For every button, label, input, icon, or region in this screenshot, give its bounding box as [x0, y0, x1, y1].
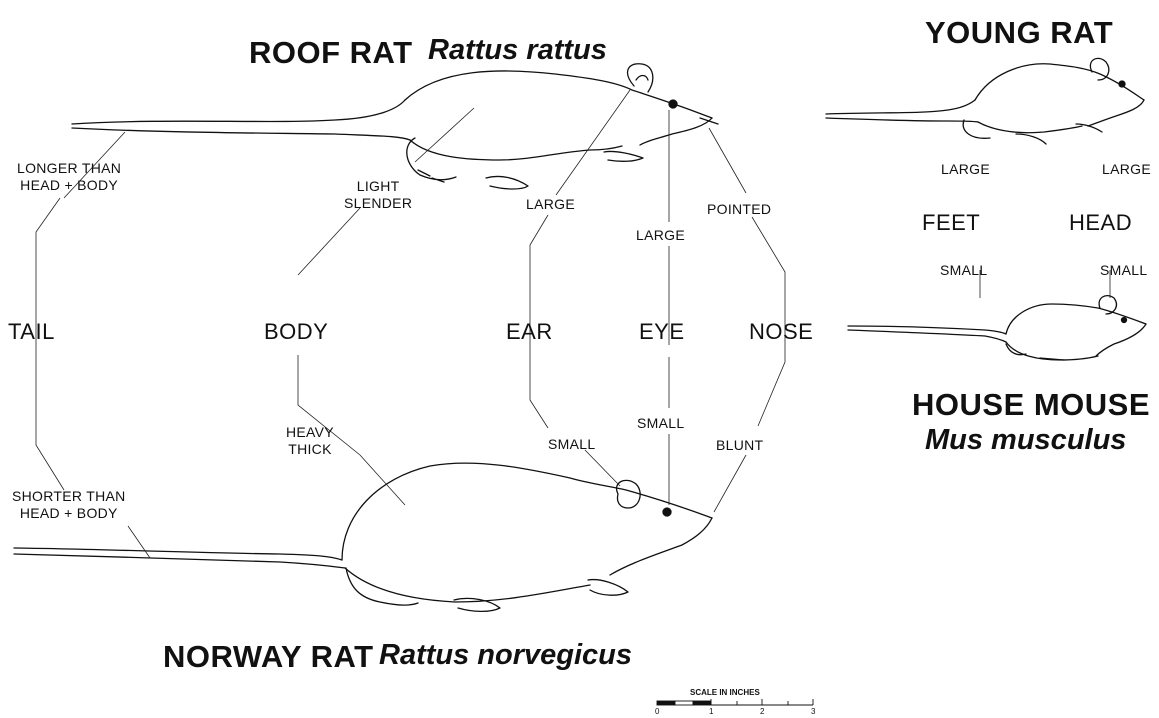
- norway-rat-tail-trait: SHORTER THAN HEAD + BODY: [12, 488, 126, 522]
- norway-rat-ear-trait: SMALL: [548, 437, 595, 451]
- norway-rat-illustration: [14, 463, 712, 611]
- roof-rat-hind-foot: [486, 176, 528, 189]
- roof-rat-title: ROOF RAT: [249, 37, 413, 68]
- scale-tick-label-0: 0: [655, 708, 659, 716]
- young-rat-eye: [1119, 81, 1125, 87]
- roof-rat-eye: [669, 100, 677, 108]
- young-rat-ear: [1090, 58, 1108, 80]
- norway-rat-ear: [617, 480, 641, 508]
- norway-rat-belly: [345, 568, 590, 602]
- house-mouse-head-trait: SMALL: [1100, 263, 1147, 277]
- roof-rat-eye-trait: LARGE: [636, 228, 685, 242]
- roof-rat-illustration: [72, 64, 718, 189]
- norway-rat-eye: [663, 508, 671, 516]
- feature-label-nose: NOSE: [749, 321, 813, 343]
- house-mouse-title: HOUSE MOUSE: [912, 389, 1150, 420]
- scale-tick-label-3: 3: [811, 708, 815, 716]
- roof-rat-belly: [410, 140, 622, 160]
- house-mouse-scientific-name: Mus musculus: [925, 426, 1126, 455]
- feature-label-tail: TAIL: [8, 321, 55, 343]
- roof-rat-nose-trait: POINTED: [707, 202, 771, 216]
- young-rat-feet-trait: LARGE: [941, 162, 990, 176]
- young-rat-head-trait: LARGE: [1102, 162, 1151, 176]
- norway-rat-snout: [610, 518, 712, 575]
- roof-rat-body-trait-line2: SLENDER: [344, 195, 412, 212]
- roof-rat-tail-trait-line1: LONGER THAN: [17, 160, 121, 177]
- scale-tick-label-1: 1: [709, 708, 713, 716]
- norway-rat-eye-trait: SMALL: [637, 416, 684, 430]
- roof-rat-whisker: [700, 118, 718, 124]
- roof-rat-hind-leg: [407, 138, 456, 182]
- norway-rat-tail-trait-line1: SHORTER THAN: [12, 488, 126, 505]
- roof-rat-body-trait-line1: LIGHT: [344, 178, 412, 195]
- roof-rat-back: [405, 71, 712, 118]
- norway-rat-tail-trait-line2: HEAD + BODY: [12, 505, 126, 522]
- norway-rat-body-trait-line1: HEAVY: [286, 424, 334, 441]
- norway-rat-tail: [14, 548, 345, 568]
- norway-rat-back: [342, 463, 712, 560]
- norway-rat-nose-trait: BLUNT: [716, 438, 763, 452]
- scale-segment-0: [657, 701, 675, 705]
- house-mouse-belly: [1006, 342, 1098, 360]
- roof-rat-body-trait: LIGHT SLENDER: [344, 178, 412, 212]
- scale-tick-label-2: 2: [760, 708, 764, 716]
- comparison-label-feet: FEET: [922, 212, 980, 234]
- house-mouse-snout: [1096, 324, 1146, 356]
- comparison-leader-line: [980, 270, 1110, 298]
- young-rat-tail: [826, 100, 978, 122]
- norway-rat-hind-leg: [346, 568, 418, 605]
- roof-rat-snout: [640, 118, 712, 145]
- norway-rat-body-trait-line2: THICK: [286, 441, 334, 458]
- scale-segment-1: [675, 701, 693, 705]
- roof-rat-fore-foot: [604, 151, 643, 161]
- young-rat-back: [975, 64, 1144, 100]
- house-mouse-feet-trait: SMALL: [940, 263, 987, 277]
- feature-label-body: BODY: [264, 321, 328, 343]
- feature-label-ear: EAR: [506, 321, 553, 343]
- scale-segment-2: [693, 701, 711, 705]
- roof-rat-tail-trait-line2: HEAD + BODY: [17, 177, 121, 194]
- scale-caption: SCALE IN INCHES: [690, 689, 760, 697]
- scale-bar: [657, 699, 813, 705]
- young-rat-fore-foot: [1076, 124, 1102, 132]
- house-mouse-illustration: [848, 296, 1146, 360]
- young-rat-belly: [978, 122, 1082, 133]
- young-rat-illustration: [826, 58, 1144, 144]
- roof-rat-ear-trait: LARGE: [526, 197, 575, 211]
- norway-rat-body-trait: HEAVY THICK: [286, 424, 334, 458]
- young-rat-title: YOUNG RAT: [925, 17, 1113, 48]
- young-rat-snout: [1088, 100, 1144, 126]
- norway-rat-scientific-name: Rattus norvegicus: [379, 641, 632, 670]
- comparison-label-head: HEAD: [1069, 212, 1132, 234]
- norway-rat-fore-foot: [588, 580, 628, 596]
- house-mouse-eye: [1122, 318, 1127, 323]
- roof-rat-tail-trait: LONGER THAN HEAD + BODY: [17, 160, 121, 194]
- house-mouse-tail: [848, 326, 1006, 342]
- feature-label-eye: EYE: [639, 321, 685, 343]
- ear-leader-line: [530, 90, 630, 486]
- roof-rat-ear: [628, 64, 653, 92]
- norway-rat-title: NORWAY RAT: [163, 641, 374, 672]
- roof-rat-scientific-name: Rattus rattus: [428, 36, 607, 65]
